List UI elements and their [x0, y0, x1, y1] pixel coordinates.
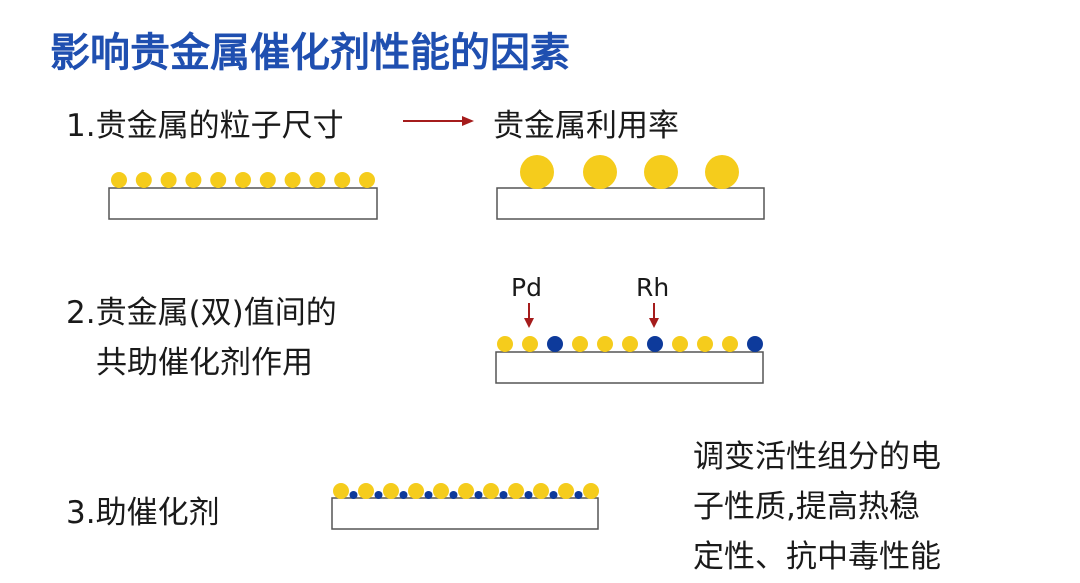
large-gold-particle: [583, 155, 617, 189]
factor-1-effect: 贵金属利用率: [493, 108, 679, 144]
rh-particle: [647, 336, 663, 352]
large-gold-particles: [520, 155, 739, 189]
pd-particle: [497, 336, 513, 352]
large-gold-particle: [644, 155, 678, 189]
promoter-diagram: [331, 483, 599, 530]
small-gold-particles: [111, 172, 375, 188]
support-substrate-3: [495, 351, 764, 384]
support-substrate-2: [496, 187, 765, 220]
small-gold-particle: [235, 172, 251, 188]
factor-1-arrow: [403, 116, 474, 126]
gold-particle: [333, 483, 349, 499]
small-gold-particle: [185, 172, 202, 188]
gold-particle: [458, 483, 474, 499]
large-gold-particle: [520, 155, 554, 189]
gold-particle: [408, 483, 424, 499]
factor-1-label: 1.贵金属的粒子尺寸: [66, 108, 344, 144]
pd-label: Pd: [511, 273, 542, 302]
small-gold-particle: [334, 172, 351, 188]
gold-particle: [533, 483, 549, 499]
rh-particle: [547, 336, 563, 352]
promoter-dot: [374, 491, 383, 499]
small-particles-diagram: [108, 172, 378, 220]
page-title: 影响贵金属催化剂性能的因素: [50, 30, 570, 76]
pd-particle: [672, 336, 688, 352]
small-gold-particle: [284, 172, 301, 188]
factor-3-label: 3.助催化剂: [66, 495, 220, 531]
small-gold-particle: [111, 172, 127, 188]
bimetal-particles: [497, 336, 763, 352]
small-gold-particle: [259, 172, 276, 188]
small-gold-particle: [309, 172, 326, 188]
promoter-dot: [449, 491, 458, 499]
promoter-dot: [349, 491, 358, 499]
pd-particle: [697, 336, 713, 352]
rh-particle: [747, 336, 763, 352]
gold-particle: [508, 483, 524, 499]
gold-particle: [583, 483, 599, 499]
pd-particle: [722, 336, 738, 352]
support-substrate-4: [331, 497, 599, 530]
small-gold-particle: [359, 172, 375, 188]
large-particles-diagram: [496, 155, 765, 220]
gold-particle: [483, 483, 499, 499]
small-gold-particle: [135, 172, 152, 188]
gold-particle: [358, 483, 374, 499]
factor-3-note: 调变活性组分的电 子性质,提高热稳 定性、抗中毒性能: [693, 432, 941, 582]
factor-3-note-line3: 定性、抗中毒性能: [693, 539, 941, 575]
rh-label: Rh: [636, 273, 670, 302]
support-substrate-1: [108, 187, 378, 220]
promoter-dot: [399, 491, 408, 499]
pd-particle: [622, 336, 638, 352]
rh-arrow: [649, 303, 659, 328]
pd-arrow: [524, 303, 534, 328]
gold-particle: [383, 483, 399, 499]
gold-particle: [433, 483, 449, 499]
pd-particle: [597, 336, 613, 352]
factor-3-note-line1: 调变活性组分的电: [693, 439, 941, 475]
gold-particle: [558, 483, 574, 499]
promoter-dot: [474, 491, 483, 499]
promoter-dot: [574, 491, 583, 499]
promoter-particles: [333, 483, 599, 499]
pd-particle: [572, 336, 588, 352]
factor-3-note-line2: 子性质,提高热稳: [693, 489, 920, 525]
small-gold-particle: [160, 172, 177, 188]
promoter-dot: [549, 491, 558, 499]
promoter-dot: [424, 491, 433, 499]
factor-2-label-line1: 2.贵金属(双)值间的: [66, 295, 337, 331]
large-gold-particle: [705, 155, 739, 189]
factor-2-label-line2: 共助催化剂作用: [96, 345, 313, 381]
small-gold-particle: [210, 172, 227, 188]
bimetal-diagram: [495, 303, 764, 384]
promoter-dot: [499, 491, 508, 499]
pd-particle: [522, 336, 538, 352]
promoter-dot: [524, 491, 533, 499]
